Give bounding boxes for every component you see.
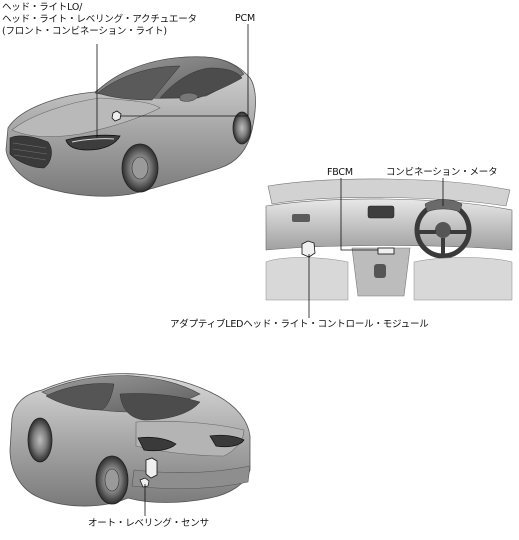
leader-pcm (121, 24, 249, 117)
pcm-label: PCM (235, 13, 255, 24)
combination-meter-label: コンビネーション・メータ (386, 167, 498, 178)
leader-lines (96, 24, 444, 516)
fbcm-label: FBCM (327, 167, 353, 178)
interior-illustration (263, 178, 515, 302)
headlight-label: ヘッド・ライトLO/ ヘッド・ライト・レベリング・アクチュエータ (フロント・コ… (2, 2, 197, 38)
headlight-label-line2: ヘッド・ライト・レベリング・アクチュエータ (2, 14, 197, 25)
front-car-illustration (5, 56, 256, 197)
adaptive-led-module-label: アダプティブLEDヘッド・ライト・コントロール・モジュール (170, 319, 429, 330)
headlight-label-line1: ヘッド・ライトLO/ (2, 2, 83, 13)
auto-leveling-sensor-label: オート・レベリング・センサ (88, 518, 209, 529)
headlight-label-line3: (フロント・コンビネーション・ライト) (2, 26, 167, 37)
rear-car-illustration (9, 373, 251, 507)
leader-fbcm (340, 178, 378, 251)
